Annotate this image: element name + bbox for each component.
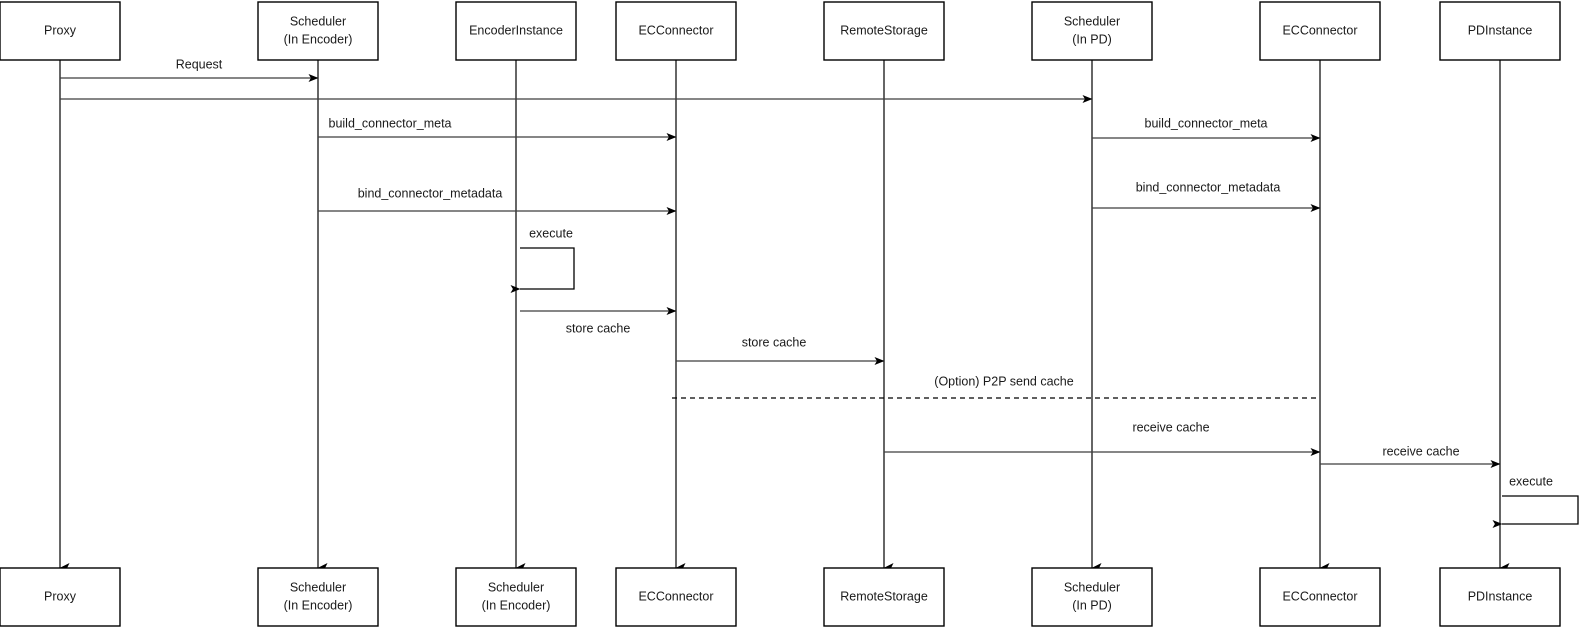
- top-participant-remote-storage[interactable]: RemoteStorage: [823, 1, 945, 61]
- participant-box[interactable]: [1031, 1, 1153, 61]
- bottom-participant-boxes: Proxy Scheduler (In Encoder) Scheduler (In E…: [0, 567, 1561, 627]
- participant-label-line2: (In Encoder): [482, 598, 551, 612]
- bottom-participant-remote-storage-b[interactable]: RemoteStorage: [823, 567, 945, 627]
- participant-label-line1: Scheduler: [1064, 580, 1120, 594]
- self-loop-path[interactable]: [1492, 495, 1579, 528]
- message-label: receive cache: [1382, 444, 1459, 458]
- bottom-participant-proxy-b[interactable]: Proxy: [0, 567, 121, 627]
- message-label: store cache: [566, 321, 631, 335]
- top-participant-pd-instance[interactable]: PDInstance: [1439, 1, 1561, 61]
- participant-label-line1: PDInstance: [1468, 23, 1533, 37]
- bottom-participant-ecconnector-pd-b[interactable]: ECConnector: [1259, 567, 1381, 627]
- participant-label-line1: ECConnector: [1282, 589, 1357, 603]
- participant-label-line2: (In Encoder): [284, 598, 353, 612]
- bottom-participant-pd-instance-b[interactable]: PDInstance: [1439, 567, 1561, 627]
- top-participant-ecconnector-pd[interactable]: ECConnector: [1259, 1, 1381, 61]
- message-label: store cache: [742, 335, 807, 349]
- participant-label-line1: Scheduler: [290, 580, 346, 594]
- bottom-participant-scheduler-encoder-b[interactable]: Scheduler (In Encoder): [257, 567, 379, 627]
- participant-box[interactable]: [0, 567, 121, 627]
- message-m4[interactable]: build_connector_meta: [1092, 116, 1321, 142]
- message-label: receive cache: [1132, 420, 1209, 434]
- bottom-participant-scheduler-pd-b[interactable]: Scheduler (In PD): [1031, 567, 1153, 627]
- top-participant-scheduler-encoder[interactable]: Scheduler (In Encoder): [257, 1, 379, 61]
- participant-box[interactable]: [1439, 1, 1561, 61]
- participant-label-line1: PDInstance: [1468, 589, 1533, 603]
- participant-label-line1: EncoderInstance: [469, 23, 563, 37]
- messages-layer: Request build_connector_meta build_connect…: [60, 57, 1501, 468]
- participant-label-line1: Scheduler: [1064, 14, 1120, 28]
- participant-label-line1: ECConnector: [1282, 23, 1357, 37]
- participant-label-line2: (In PD): [1072, 32, 1112, 46]
- participant-box[interactable]: [1439, 567, 1561, 627]
- message-label: Request: [176, 57, 223, 71]
- participant-label-line1: ECConnector: [638, 589, 713, 603]
- message-m11[interactable]: receive cache: [1320, 444, 1501, 468]
- participant-label-line2: (In PD): [1072, 598, 1112, 612]
- top-participant-encoder-instance[interactable]: EncoderInstance: [455, 1, 577, 61]
- participant-box[interactable]: [257, 1, 379, 61]
- message-m6[interactable]: bind_connector_metadata: [1092, 180, 1321, 212]
- participant-box[interactable]: [823, 1, 945, 61]
- message-m10[interactable]: receive cache: [884, 420, 1321, 456]
- message-m1[interactable]: Request: [60, 57, 319, 82]
- top-participant-scheduler-pd[interactable]: Scheduler (In PD): [1031, 1, 1153, 61]
- top-participant-boxes: Proxy Scheduler (In Encoder) EncoderInstanc…: [0, 1, 1561, 61]
- participant-box[interactable]: [1259, 567, 1381, 627]
- participant-label-line1: ECConnector: [638, 23, 713, 37]
- participant-label-line1: RemoteStorage: [840, 589, 928, 603]
- self-loop-label: execute: [1509, 474, 1553, 488]
- participant-label-line2: (In Encoder): [284, 32, 353, 46]
- message-m3[interactable]: build_connector_meta: [318, 116, 677, 141]
- participant-label-line1: Scheduler: [488, 580, 544, 594]
- self-loops-layer: execute execute: [510, 226, 1579, 528]
- top-participant-ecconnector-enc[interactable]: ECConnector: [615, 1, 737, 61]
- lifelines-layer: [59, 60, 1510, 573]
- message-label: build_connector_meta: [1145, 116, 1268, 130]
- message-m7[interactable]: store cache: [520, 307, 677, 335]
- message-label: build_connector_meta: [329, 116, 452, 130]
- self-loop-sl2[interactable]: execute: [1492, 474, 1579, 528]
- message-label: bind_connector_metadata: [358, 186, 503, 200]
- bottom-participant-ecconnector-enc-b[interactable]: ECConnector: [615, 567, 737, 627]
- message-m8[interactable]: store cache: [676, 335, 885, 365]
- self-loop-path[interactable]: [510, 247, 575, 293]
- self-loop-sl1[interactable]: execute: [510, 226, 575, 293]
- participant-label-line1: Proxy: [44, 589, 77, 603]
- participant-box[interactable]: [615, 1, 737, 61]
- bottom-participant-encoder-instance-b[interactable]: Scheduler (In Encoder): [455, 567, 577, 627]
- self-loop-label: execute: [529, 226, 573, 240]
- message-label: bind_connector_metadata: [1136, 180, 1281, 194]
- participant-label-line1: Proxy: [44, 23, 77, 37]
- top-participant-proxy[interactable]: Proxy: [0, 1, 121, 61]
- participant-label-line1: RemoteStorage: [840, 23, 928, 37]
- message-m5[interactable]: bind_connector_metadata: [318, 186, 677, 215]
- participant-box[interactable]: [615, 567, 737, 627]
- participant-label-line1: Scheduler: [290, 14, 346, 28]
- participant-box[interactable]: [1031, 567, 1153, 627]
- participant-box[interactable]: [0, 1, 121, 61]
- message-m9[interactable]: (Option) P2P send cache: [672, 374, 1320, 399]
- participant-box[interactable]: [455, 567, 577, 627]
- participant-box[interactable]: [823, 567, 945, 627]
- participant-box[interactable]: [257, 567, 379, 627]
- participant-box[interactable]: [455, 1, 577, 61]
- message-label: (Option) P2P send cache: [934, 374, 1073, 388]
- participant-box[interactable]: [1259, 1, 1381, 61]
